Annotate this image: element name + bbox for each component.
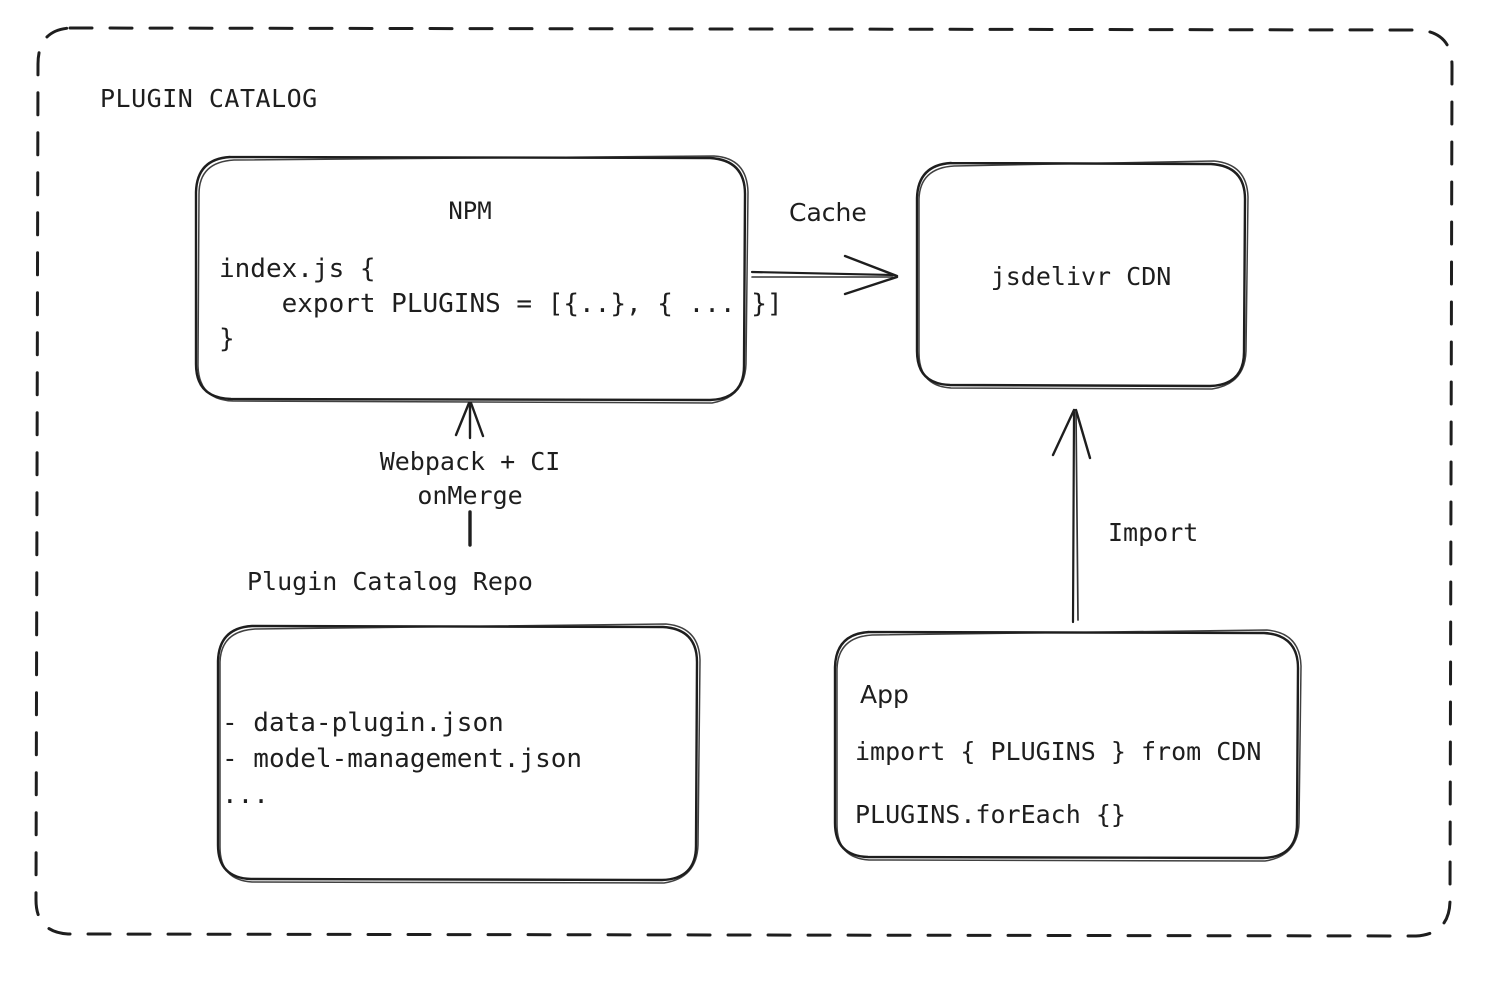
repo-node-code-line-2: - model-management.json (222, 744, 583, 774)
webpack-arrow-head-left (454, 401, 471, 437)
repo-node-code-line-1: - data-plugin.json (222, 708, 504, 738)
import-arrow-head-left (1051, 408, 1076, 457)
import-arrow-shaft-a (1071, 410, 1076, 624)
edge-label-webpack-line-1: Webpack + CI (379, 447, 561, 476)
npm-node-code-line-3: } (219, 324, 235, 354)
edge-label-cache: Cache (789, 198, 867, 227)
app-node-title: App (860, 680, 909, 709)
cache-arrow-head-upper (843, 254, 899, 278)
cache-arrow-shaft-a (750, 270, 896, 277)
container-title: PLUGIN CATALOG (100, 84, 318, 113)
npm-node-code-line-2: export PLUGINS = [{..}, { ... }] (219, 289, 783, 319)
cdn-node-title: jsdelivr CDN (990, 262, 1172, 291)
app-node-code-line-1: import { PLUGINS } from CDN (855, 737, 1262, 766)
import-arrow-shaft-b (1075, 411, 1079, 621)
repo-node-title: Plugin Catalog Repo (247, 567, 533, 596)
edge-label-import: Import (1108, 518, 1199, 547)
cache-arrow-head-lower (843, 275, 899, 296)
npm-node-title: NPM (448, 197, 492, 225)
import-arrow-head-right (1074, 408, 1092, 460)
edge-label-webpack-line-2: onMerge (417, 481, 523, 510)
npm-node-code-line-1: index.js { (219, 254, 376, 284)
app-node-code-line-2: PLUGINS.forEach {} (855, 800, 1126, 829)
repo-node-code-line-3: ... (222, 780, 269, 810)
webpack-arrow-head-right (469, 401, 485, 438)
